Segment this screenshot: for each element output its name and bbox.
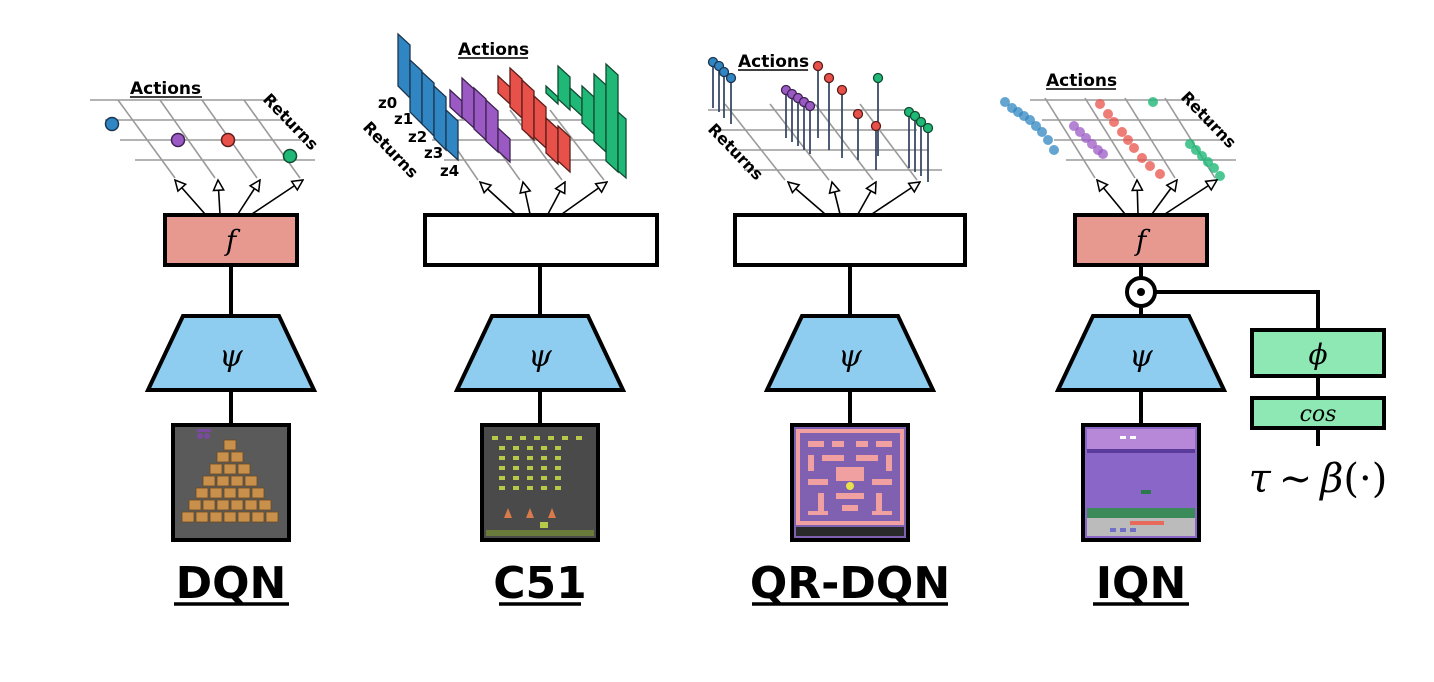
svg-text:z2: z2 [408, 128, 427, 146]
panel-dqn: Actions Returns f ψ [90, 79, 322, 609]
head-box [163, 213, 299, 267]
encoder-label: ψ [838, 339, 862, 374]
head-box [733, 213, 967, 267]
ms-pacman-screen-icon [790, 423, 910, 542]
quantile-stems [712, 62, 929, 182]
sampled-quantiles [1000, 97, 1225, 181]
actions-label: Actions [130, 79, 201, 99]
distribution-green [545, 62, 627, 180]
q-value-dot [104, 116, 120, 132]
enduro-screen-icon [1081, 423, 1201, 542]
panel-c51: Actions z0 z1 z2 z3 z4 Returns ψ [359, 32, 659, 609]
space-invaders-screen-icon [480, 423, 600, 542]
embedding-label: ϕ [1308, 338, 1327, 371]
algorithm-title: IQN [1096, 558, 1187, 609]
svg-text:z1: z1 [394, 110, 413, 128]
algorithm-title: DQN [176, 558, 287, 609]
atom-labels: z0 z1 z2 z3 z4 [378, 94, 459, 180]
encoder-trapezoid [763, 314, 937, 392]
head-box [423, 213, 659, 267]
q-value-dot [282, 148, 298, 164]
algorithm-title: C51 [493, 558, 587, 609]
head-box [1073, 213, 1209, 267]
cosine-label: cos [1300, 402, 1337, 427]
panel-iqn: Actions Returns f [1000, 71, 1387, 609]
embedding-stack: ϕ cos τ∼β(·) [1249, 328, 1388, 502]
encoder-trapezoid [144, 314, 318, 392]
panel-qr-dqn: Actions Returns [704, 52, 967, 609]
q-value-dot [220, 132, 236, 148]
distribution-blue [397, 32, 459, 162]
svg-text:z4: z4 [440, 162, 459, 180]
algorithm-title: QR-DQN [750, 558, 950, 609]
qbert-screen-icon [171, 423, 291, 542]
actions-label: Actions [458, 40, 529, 60]
distribution-red [497, 66, 571, 174]
grid [708, 103, 942, 181]
svg-text:z0: z0 [378, 94, 397, 112]
encoder-label: ψ [219, 339, 243, 374]
grid [90, 99, 315, 179]
actions-label: Actions [738, 52, 809, 72]
quantile-dots [707, 56, 934, 134]
encoder-trapezoid [453, 314, 627, 392]
encoder-trapezoid [1054, 314, 1228, 392]
encoder-label: ψ [528, 339, 552, 374]
returns-label: Returns [259, 90, 322, 154]
svg-text:z3: z3 [424, 144, 443, 162]
encoder-label: ψ [1129, 339, 1153, 374]
q-value-dot [170, 132, 186, 148]
distribution-purple [449, 76, 511, 164]
tau-sampling-label: τ∼β(·) [1249, 456, 1388, 502]
actions-label: Actions [1046, 71, 1117, 91]
